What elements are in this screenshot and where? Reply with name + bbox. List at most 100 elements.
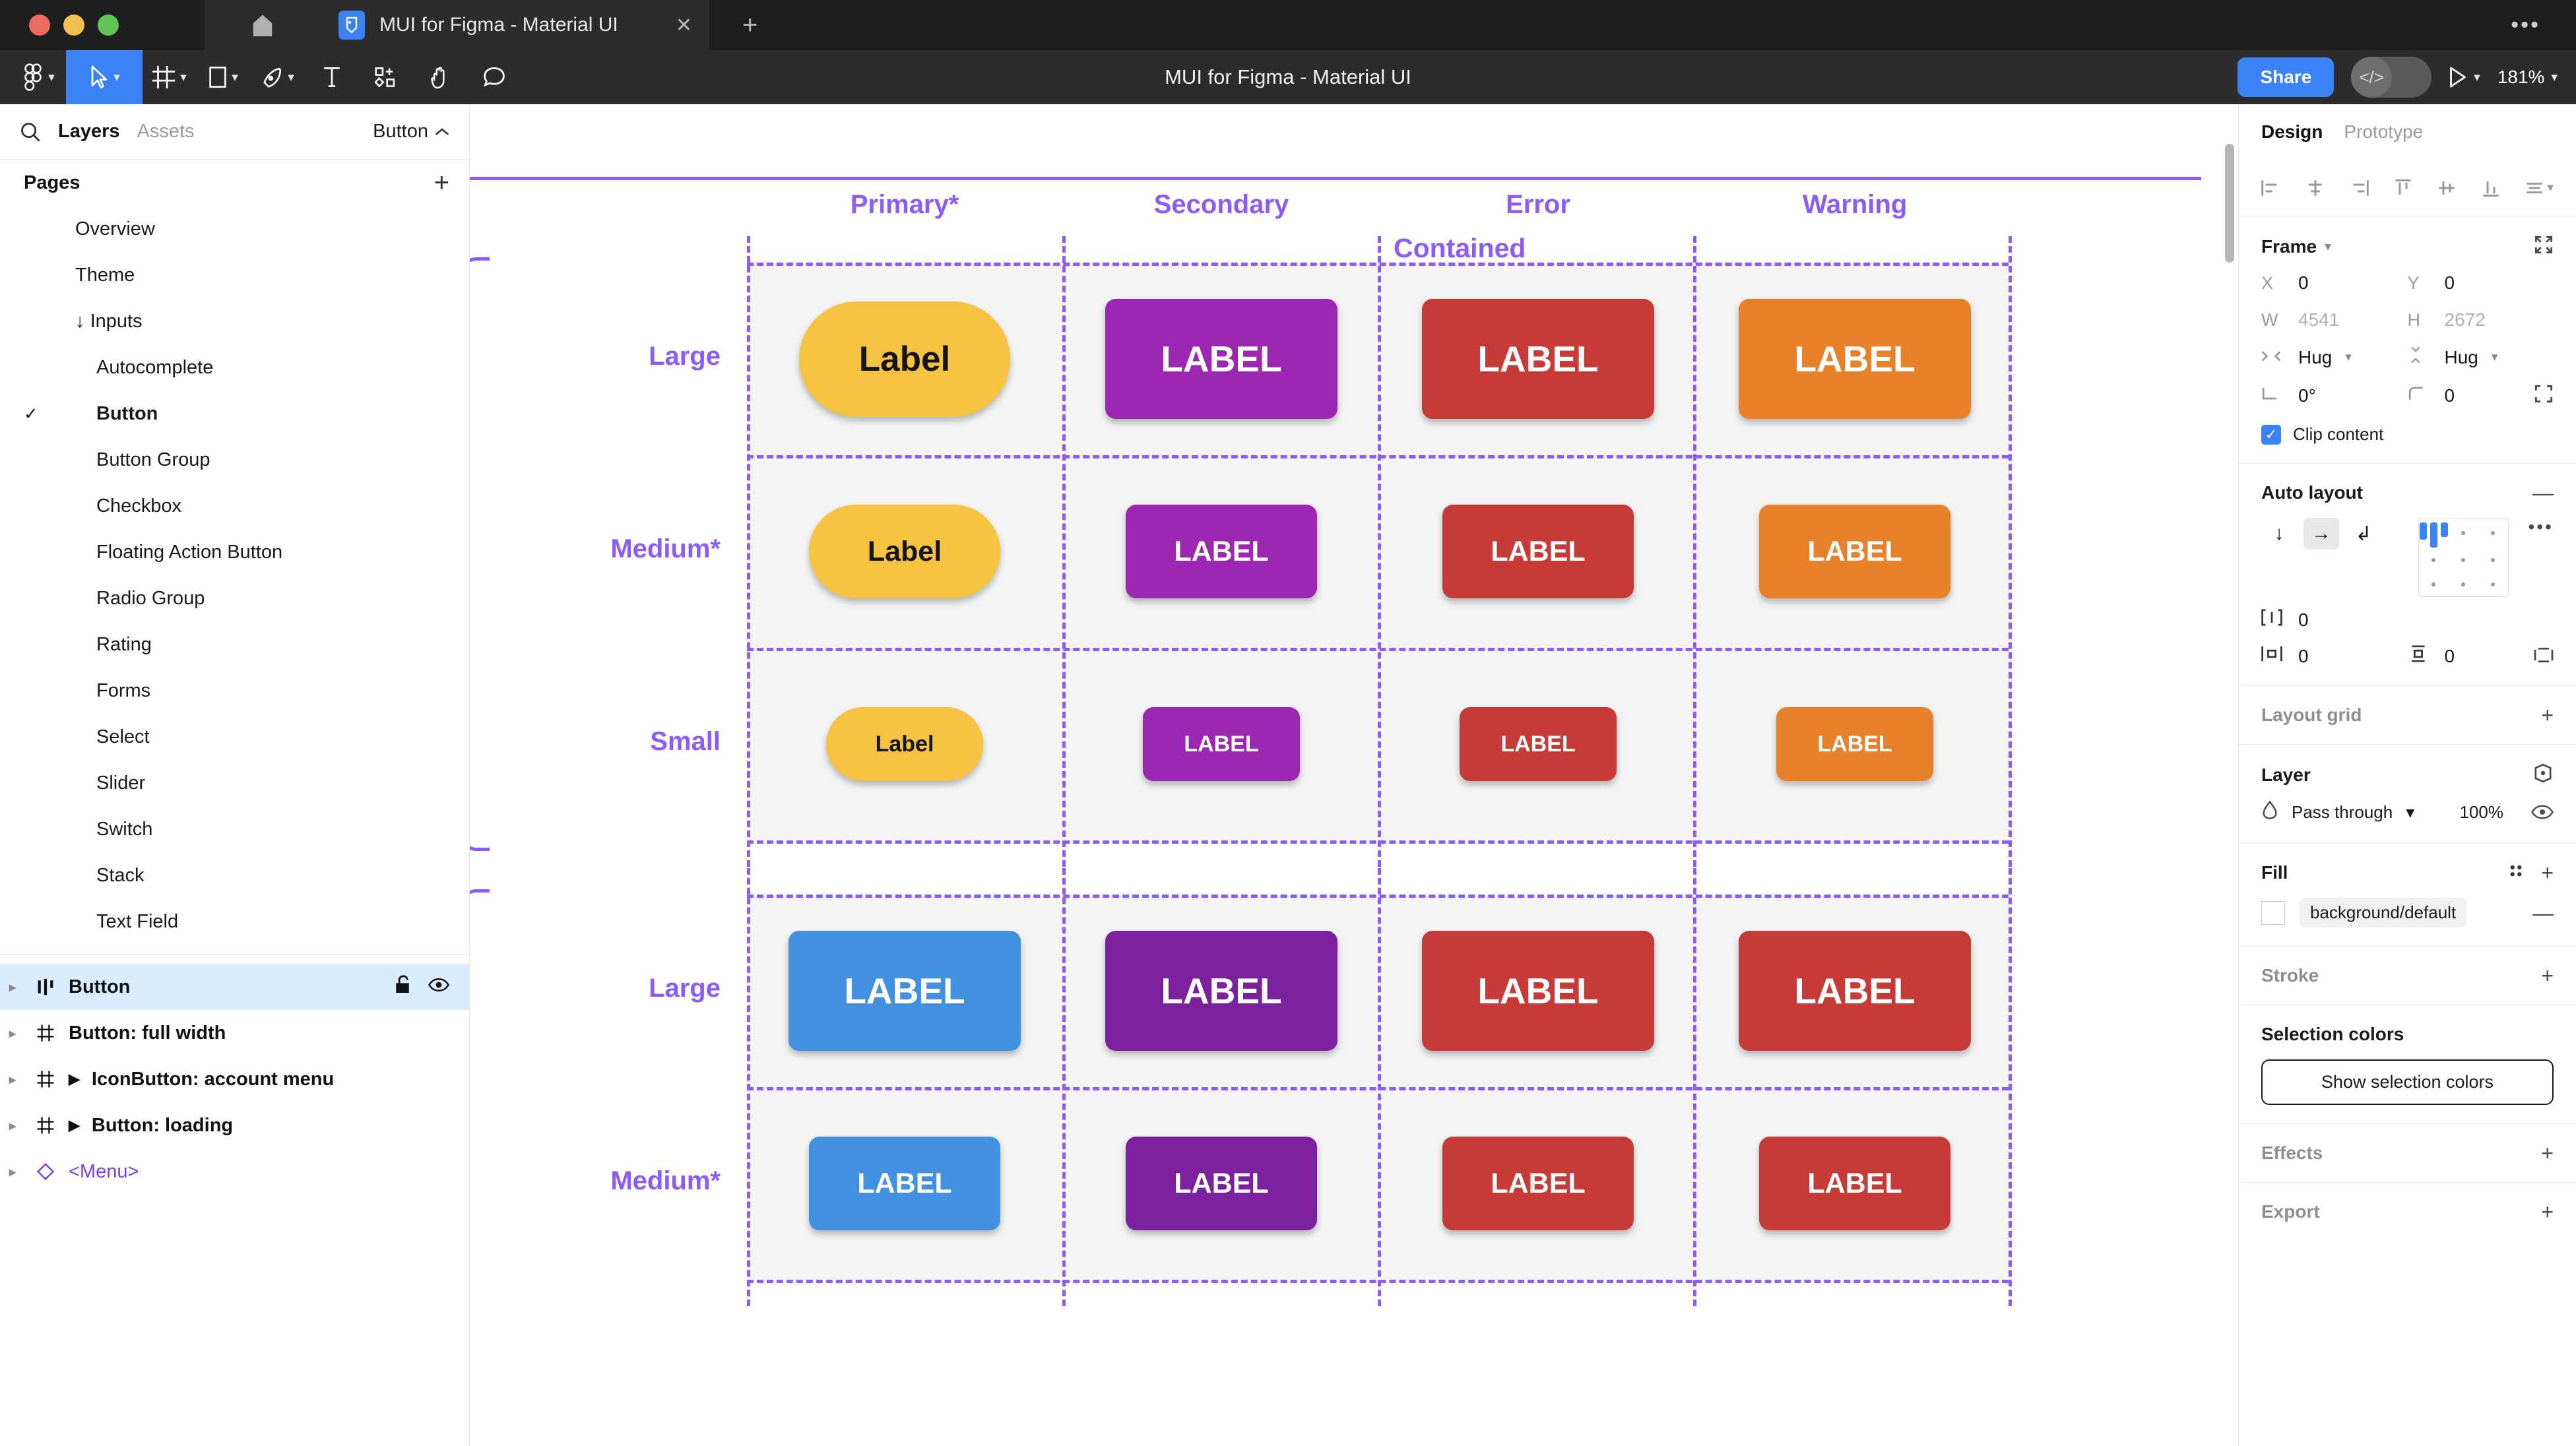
- design-button[interactable]: LABEL: [1739, 299, 1971, 419]
- remove-auto-layout-icon[interactable]: —: [2532, 481, 2554, 505]
- page-item-inputs[interactable]: ↓ Inputs: [0, 298, 469, 344]
- search-icon[interactable]: [20, 121, 41, 142]
- design-button[interactable]: LABEL: [1143, 707, 1300, 781]
- add-page-icon[interactable]: +: [434, 168, 449, 197]
- resources-icon[interactable]: [359, 50, 413, 104]
- comment-tool-icon[interactable]: [467, 50, 521, 104]
- page-item-button-group[interactable]: Button Group: [0, 437, 469, 483]
- design-button[interactable]: LABEL: [1422, 931, 1654, 1051]
- current-page-selector[interactable]: Button: [373, 121, 449, 142]
- shape-tool-icon[interactable]: ▾: [197, 50, 251, 104]
- layer-row[interactable]: ▸Button: [0, 964, 469, 1010]
- align-left-icon[interactable]: [2261, 179, 2281, 197]
- design-button[interactable]: LABEL: [1759, 1137, 1950, 1230]
- design-button[interactable]: LABEL: [1776, 707, 1933, 781]
- chevron-down-icon[interactable]: ▾: [2325, 239, 2332, 254]
- distribute-menu-icon[interactable]: ▾: [2525, 179, 2554, 197]
- home-button[interactable]: [205, 0, 320, 50]
- design-button[interactable]: LABEL: [1422, 299, 1654, 419]
- layer-row[interactable]: ▸▶Button: loading: [0, 1102, 469, 1148]
- page-item-slider[interactable]: Slider: [0, 760, 469, 806]
- direction-vertical-button[interactable]: ↓: [2274, 522, 2284, 544]
- frame-tool-icon[interactable]: ▾: [143, 50, 197, 104]
- tab-design[interactable]: Design: [2261, 121, 2323, 142]
- height-resizing-select[interactable]: Hug ▾: [2408, 346, 2554, 368]
- new-tab-icon[interactable]: +: [742, 11, 758, 40]
- page-item-button[interactable]: ✓Button: [0, 391, 469, 437]
- frame-name-label[interactable]: Contained: [1394, 233, 1526, 263]
- close-tab-icon[interactable]: ✕: [675, 14, 692, 36]
- fill-color-swatch[interactable]: [2261, 900, 2285, 925]
- design-button[interactable]: LABEL: [1460, 707, 1617, 781]
- clip-content-checkbox[interactable]: ✓: [2261, 424, 2281, 445]
- collapse-frame-icon[interactable]: [2534, 235, 2554, 258]
- expand-arrow-icon[interactable]: ▸: [9, 1026, 16, 1041]
- design-button[interactable]: LABEL: [1105, 299, 1337, 419]
- visibility-eye-icon[interactable]: [428, 976, 449, 998]
- page-item-radio-group[interactable]: Radio Group: [0, 575, 469, 621]
- share-button[interactable]: Share: [2238, 57, 2334, 97]
- direction-wrap-button[interactable]: ↲: [2355, 522, 2372, 545]
- align-bottom-icon[interactable]: [2481, 179, 2501, 197]
- design-button[interactable]: LABEL: [1739, 931, 1971, 1051]
- minimize-window-button[interactable]: [63, 15, 84, 36]
- expand-arrow-icon[interactable]: ▸: [9, 980, 16, 995]
- design-button[interactable]: LABEL: [789, 931, 1021, 1051]
- item-spacing-field[interactable]: 0: [2261, 609, 2408, 631]
- page-item-forms[interactable]: Forms: [0, 668, 469, 714]
- dev-mode-toggle[interactable]: </>: [2351, 57, 2432, 98]
- blend-mode-value[interactable]: Pass through: [2292, 802, 2393, 822]
- layer-row[interactable]: ▸<Menu>: [0, 1148, 469, 1195]
- horizontal-padding-field[interactable]: 0: [2261, 645, 2408, 667]
- close-window-button[interactable]: [29, 15, 50, 36]
- add-fill-icon[interactable]: +: [2541, 860, 2554, 885]
- text-tool-icon[interactable]: [305, 50, 359, 104]
- page-item-autocomplete[interactable]: Autocomplete: [0, 344, 469, 391]
- add-stroke-icon[interactable]: +: [2541, 964, 2554, 988]
- rotation-field[interactable]: 0°: [2261, 384, 2408, 407]
- maximize-window-button[interactable]: [98, 15, 119, 36]
- page-item-stack[interactable]: Stack: [0, 852, 469, 898]
- design-button[interactable]: LABEL: [1105, 931, 1337, 1051]
- align-vertical-center-icon[interactable]: [2437, 179, 2457, 197]
- width-resizing-select[interactable]: Hug ▾: [2261, 346, 2408, 368]
- layer-settings-icon[interactable]: [2532, 763, 2554, 786]
- pen-tool-icon[interactable]: ▾: [251, 50, 305, 104]
- alignment-pad[interactable]: [2418, 518, 2509, 597]
- remove-fill-icon[interactable]: —: [2532, 900, 2554, 925]
- align-horizontal-center-icon[interactable]: [2305, 179, 2325, 197]
- page-item-text-field[interactable]: Text Field: [0, 898, 469, 945]
- layer-visibility-icon[interactable]: [2531, 802, 2554, 823]
- design-button[interactable]: LABEL: [809, 1137, 1000, 1230]
- browser-tab[interactable]: MUI for Figma - Material UI ✕: [320, 0, 709, 50]
- design-button[interactable]: Label: [809, 505, 1000, 598]
- opacity-value[interactable]: 100%: [2459, 802, 2504, 822]
- zoom-level-control[interactable]: 181% ▾: [2497, 67, 2558, 88]
- page-item-theme[interactable]: Theme: [0, 252, 469, 298]
- page-item-select[interactable]: Select: [0, 714, 469, 760]
- move-tool-icon[interactable]: ▾: [66, 50, 143, 104]
- page-item-floating-action-button[interactable]: Floating Action Button: [0, 529, 469, 575]
- align-right-icon[interactable]: [2349, 179, 2369, 197]
- fill-token-name[interactable]: background/default: [2300, 898, 2467, 927]
- layer-row[interactable]: ▸▶IconButton: account menu: [0, 1056, 469, 1102]
- add-effect-icon[interactable]: +: [2541, 1141, 2554, 1165]
- tab-assets[interactable]: Assets: [137, 121, 195, 142]
- auto-layout-more-icon[interactable]: •••: [2528, 517, 2554, 537]
- design-button[interactable]: LABEL: [1126, 505, 1317, 598]
- expand-arrow-icon[interactable]: ▸: [9, 1118, 16, 1133]
- y-field[interactable]: Y 0: [2408, 272, 2554, 294]
- tab-layers[interactable]: Layers: [58, 121, 120, 142]
- clip-content-row[interactable]: ✓ Clip content: [2261, 424, 2554, 445]
- expand-arrow-icon[interactable]: ▸: [9, 1072, 16, 1087]
- figma-menu-icon[interactable]: ▾: [12, 50, 66, 104]
- present-button[interactable]: ▾: [2449, 67, 2480, 88]
- hand-tool-icon[interactable]: [413, 50, 467, 104]
- design-button[interactable]: LABEL: [1759, 505, 1950, 598]
- expand-arrow-icon[interactable]: ▸: [9, 1164, 16, 1179]
- align-top-icon[interactable]: [2393, 179, 2413, 197]
- height-field[interactable]: H 2672: [2408, 309, 2554, 330]
- show-selection-colors-button[interactable]: Show selection colors: [2261, 1059, 2554, 1105]
- unlock-icon[interactable]: [394, 974, 411, 999]
- individual-padding-icon[interactable]: [2534, 646, 2554, 667]
